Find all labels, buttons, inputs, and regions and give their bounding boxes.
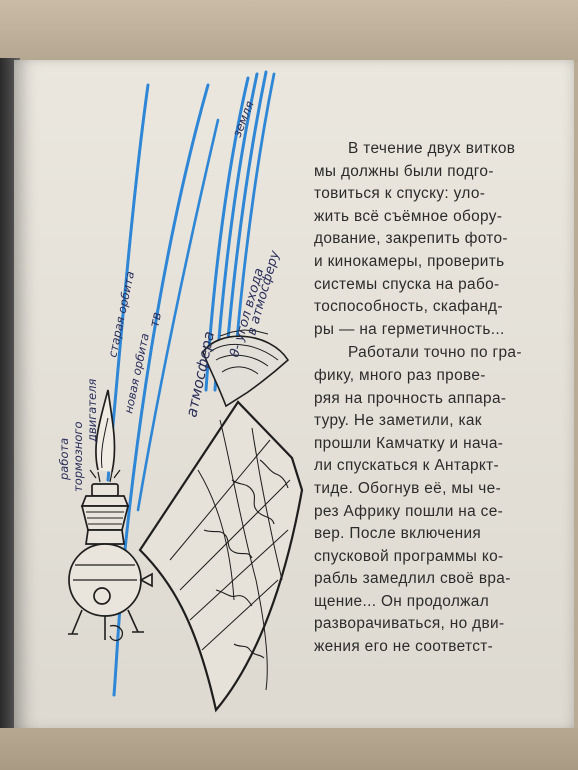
- text-line: жения его не соответст-: [314, 638, 494, 656]
- text-line: дование, закрепить фото-: [314, 230, 508, 248]
- label-engine-1: работа: [57, 438, 71, 481]
- text-line: системы спуска на рабо-: [314, 275, 500, 293]
- label-old-orbit: старая орбита: [105, 270, 137, 359]
- text-line: товиться к спуску: уло-: [314, 185, 486, 203]
- paragraph-2: Работали точно по гра- фику, много раз п…: [314, 342, 566, 658]
- atmosphere-line: [136, 118, 220, 512]
- descent-illustration: работа тормозного двигателя старая орбит…: [57, 70, 304, 713]
- spacecraft-drawing: [68, 389, 153, 642]
- text-line: прошли Камчатку и нача-: [314, 434, 504, 452]
- new-orbit-line: [112, 83, 210, 697]
- text-line: ры — на герметичность...: [314, 320, 505, 338]
- text-line: ряя на прочность аппара-: [314, 389, 507, 407]
- text-line: рез Африку пошли на се-: [314, 502, 504, 520]
- text-line: Работали точно по гра-: [348, 344, 522, 362]
- text-line: В течение двух витков: [348, 140, 516, 157]
- paragraph-1: В течение двух витков мы должны были под…: [314, 138, 566, 341]
- label-engine-3: двигателя: [85, 379, 99, 443]
- text-line: тиде. Обогнув её, мы че-: [314, 479, 502, 497]
- text-line: и кинокамеры, проверить: [314, 252, 505, 270]
- text-line: фику, много раз прове-: [314, 366, 486, 384]
- text-column: В течение двух витков мы должны были под…: [314, 138, 566, 659]
- text-line: жить всё съёмное обору-: [314, 207, 503, 225]
- table-surface-bottom: [0, 728, 578, 770]
- text-line: рабль замедлил своё вра-: [314, 570, 511, 588]
- table-surface-top: [0, 0, 578, 62]
- label-engine-2: тормозного: [71, 422, 85, 493]
- text-line: щение... Он продолжал: [314, 592, 490, 610]
- label-symbol: тв: [147, 311, 165, 329]
- text-line: туру. Не заметили, как: [314, 412, 482, 430]
- label-earth: земля: [230, 99, 257, 139]
- text-line: мы должны были подго-: [314, 162, 494, 180]
- drawing-wing: [202, 329, 290, 408]
- text-line: разворачиваться, но дви-: [314, 615, 505, 633]
- text-line: тоспособность, скафанд-: [314, 298, 503, 316]
- text-line: спусковой программы ко-: [314, 547, 504, 565]
- text-line: ли спускаться к Антаркт-: [314, 457, 500, 475]
- text-line: вер. После включения: [314, 525, 482, 543]
- map-cone: [138, 400, 304, 713]
